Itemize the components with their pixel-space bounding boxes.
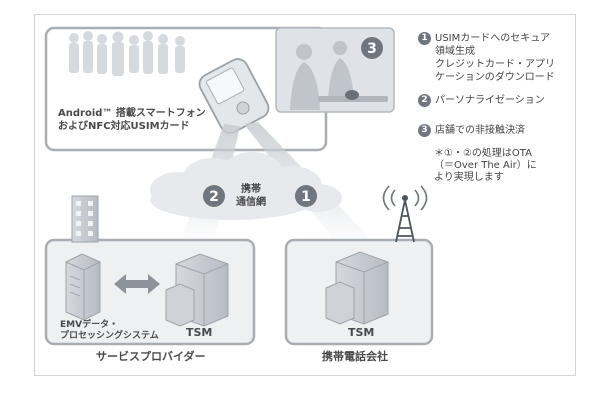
- network-cloud: [150, 152, 342, 220]
- legend-num-3: 3: [418, 124, 431, 137]
- legend-num-1: 1: [418, 32, 431, 45]
- svg-text:3: 3: [367, 41, 377, 57]
- crowd-illustration: [69, 31, 185, 76]
- tsm-left-label: TSM: [186, 326, 213, 339]
- tsm-server-left-icon: [165, 253, 229, 327]
- badge-2-text: 2: [209, 189, 219, 205]
- legend-num-2: 2: [418, 94, 431, 107]
- badge-2: 2: [203, 185, 225, 207]
- phone-illustration: [198, 58, 270, 134]
- legend-item-3: 3 店舗での非接触決済: [418, 124, 525, 137]
- exchange-arrow-icon: [114, 274, 160, 294]
- phone-label: Android™ 搭載スマートフォン およびNFC対応USIMカード: [58, 108, 206, 132]
- legend-item-2: 2 パーソナライゼーション: [418, 94, 545, 107]
- legend-item-1: 1 USIMカードへのセキュア 領域生成 クレジットカード・アプリ ケーションの…: [418, 32, 555, 84]
- antenna-tower-icon: [382, 185, 428, 243]
- store-scene-illustration: [290, 41, 388, 110]
- svg-text:1: 1: [301, 189, 311, 205]
- carrier-label: 携帯電話会社: [322, 350, 388, 363]
- network-label: 携帯 通信網: [236, 184, 266, 208]
- office-building-icon: [71, 195, 99, 243]
- emv-label: EMVデータ・ プロセッシングシステム: [60, 320, 159, 342]
- service-provider-label: サービスプロバイダー: [96, 350, 206, 363]
- emv-server-icon: [65, 253, 101, 321]
- tsm-right-label: TSM: [348, 326, 375, 339]
- tsm-server-right-icon: [325, 251, 389, 325]
- ota-note: ＊①・②の処理はOTA （＝Over The Air）に より実現します: [434, 148, 537, 183]
- badge-1: 1: [295, 185, 317, 207]
- badge-3: 3: [361, 37, 383, 59]
